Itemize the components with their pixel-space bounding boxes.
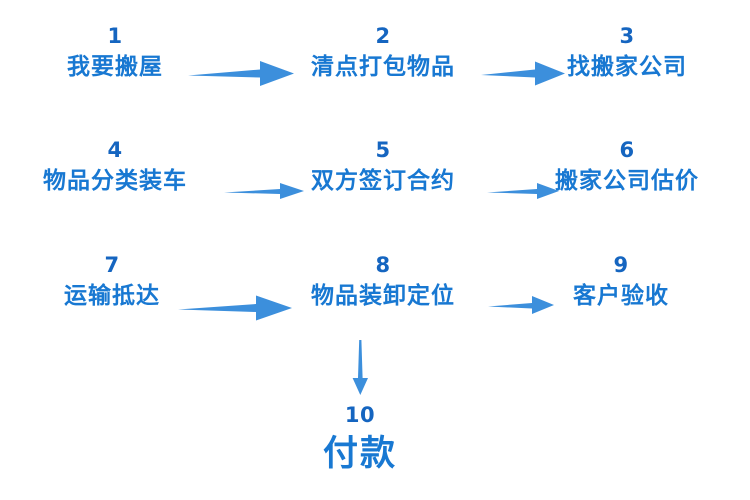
step-label: 客户验收 xyxy=(573,283,669,309)
arrow-7-to-8-icon xyxy=(178,293,292,323)
step-label: 物品装卸定位 xyxy=(311,283,455,309)
step-number: 10 xyxy=(344,403,376,427)
step-node-1[interactable]: 1 我要搬屋 xyxy=(67,26,163,79)
step-node-2[interactable]: 2 清点打包物品 xyxy=(311,26,455,79)
step-number: 7 xyxy=(104,253,120,277)
step-label: 付款 xyxy=(322,434,398,474)
arrow-8-to-9-icon xyxy=(488,293,554,317)
step-number: 3 xyxy=(619,24,635,48)
step-node-7[interactable]: 7 运输抵达 xyxy=(64,255,160,308)
step-number: 5 xyxy=(375,138,391,162)
step-label: 找搬家公司 xyxy=(567,54,687,80)
step-label: 清点打包物品 xyxy=(311,54,455,80)
arrow-5-to-6-icon xyxy=(487,180,559,202)
step-node-4[interactable]: 4 物品分类装车 xyxy=(43,140,187,193)
step-node-5[interactable]: 5 双方签订合约 xyxy=(311,140,455,193)
step-number: 2 xyxy=(375,24,391,48)
step-node-10[interactable]: 10 付款 xyxy=(323,405,397,472)
arrow-8-to-10-icon xyxy=(345,340,375,395)
step-node-3[interactable]: 3 找搬家公司 xyxy=(567,26,687,79)
arrow-1-to-2-icon xyxy=(188,58,294,88)
step-number: 8 xyxy=(375,253,391,277)
step-label: 物品分类装车 xyxy=(43,168,187,194)
step-node-6[interactable]: 6 搬家公司估价 xyxy=(555,140,699,193)
arrow-4-to-5-icon xyxy=(224,180,304,202)
arrow-2-to-3-icon xyxy=(481,58,565,88)
step-number: 4 xyxy=(107,138,123,162)
step-label: 运输抵达 xyxy=(64,283,160,309)
step-number: 6 xyxy=(619,138,635,162)
step-number: 1 xyxy=(107,24,123,48)
step-label: 搬家公司估价 xyxy=(555,168,699,194)
step-label: 双方签订合约 xyxy=(311,168,455,194)
step-node-8[interactable]: 8 物品装卸定位 xyxy=(311,255,455,308)
step-label: 我要搬屋 xyxy=(67,54,163,80)
step-node-9[interactable]: 9 客户验收 xyxy=(573,255,669,308)
step-number: 9 xyxy=(613,253,629,277)
